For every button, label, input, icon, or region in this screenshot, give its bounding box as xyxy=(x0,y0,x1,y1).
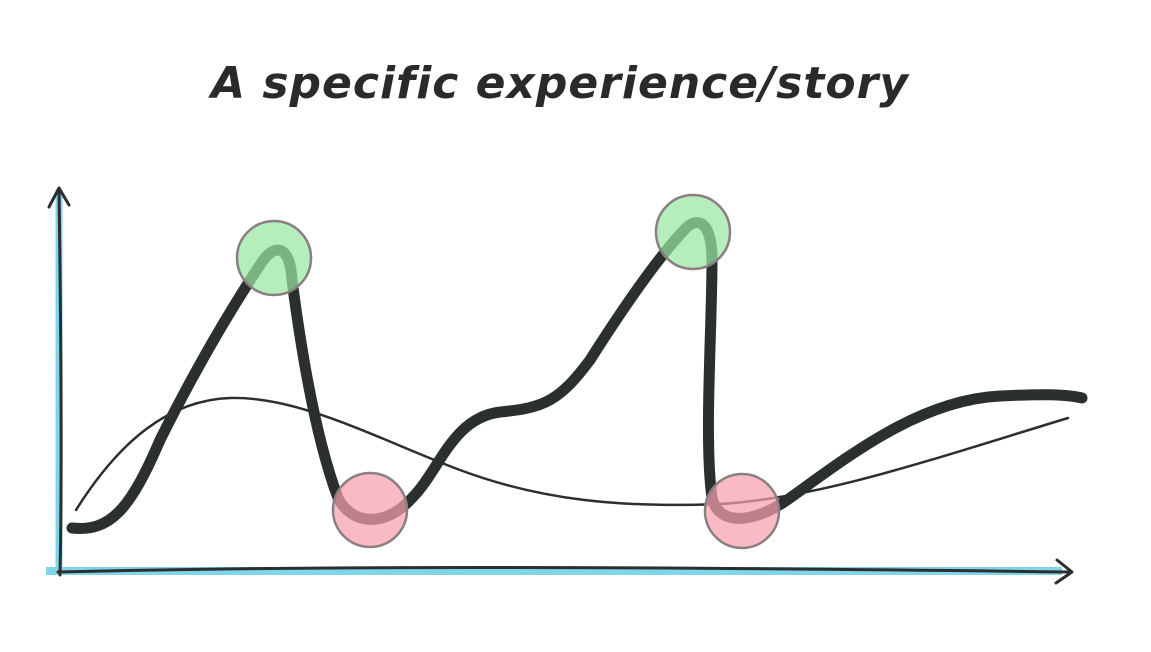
experience-curve xyxy=(66,217,1088,534)
x-axis xyxy=(56,558,1074,585)
trough-marker xyxy=(703,472,781,550)
diagram-title: A specific experience/story xyxy=(208,58,910,109)
x-axis-arrow-icon xyxy=(1054,558,1074,585)
baseline-curve xyxy=(74,396,1070,512)
y-axis xyxy=(47,186,71,577)
trough-marker xyxy=(331,471,409,549)
peak-marker xyxy=(235,219,313,297)
y-axis-arrow-icon xyxy=(47,186,71,209)
peak-marker xyxy=(654,193,732,271)
